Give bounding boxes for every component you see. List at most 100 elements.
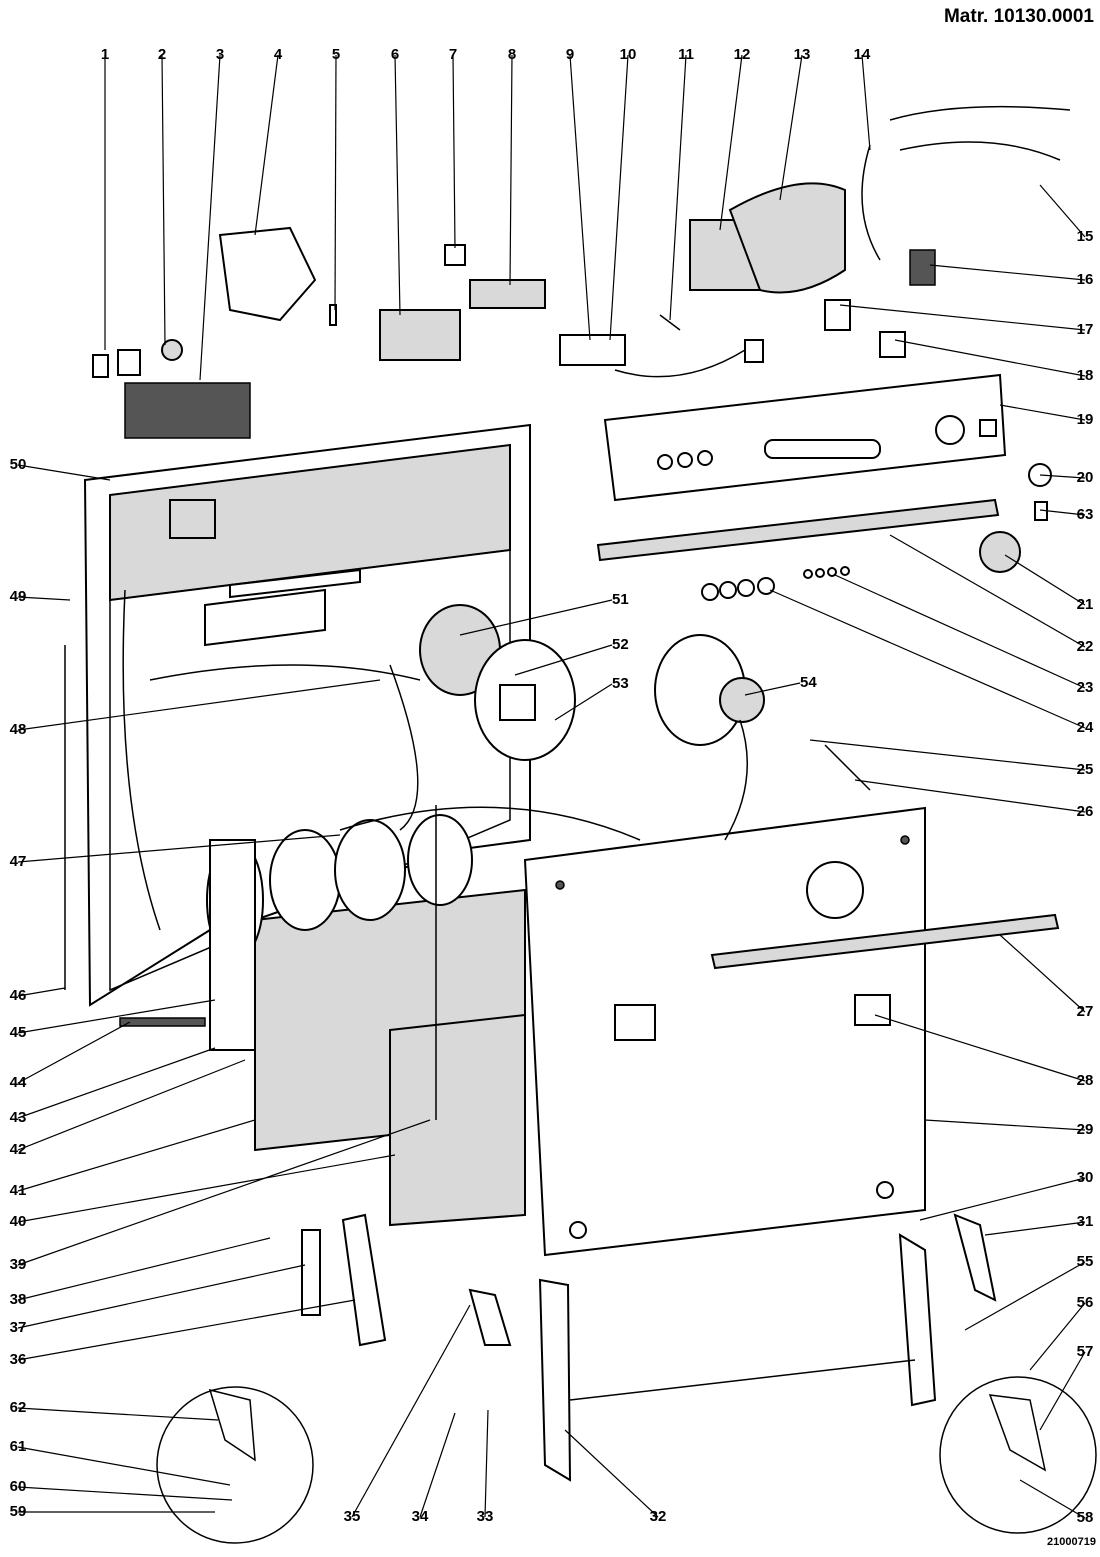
callout-41: 41 bbox=[10, 1182, 27, 1199]
leader-line-60 bbox=[17, 1486, 233, 1501]
callout-46: 46 bbox=[10, 987, 27, 1004]
leader-line-37 bbox=[17, 1264, 306, 1329]
leader-line-14 bbox=[861, 54, 871, 151]
callout-32: 32 bbox=[650, 1508, 667, 1525]
micro-switch bbox=[469, 279, 546, 309]
callout-1: 1 bbox=[101, 46, 109, 63]
callout-49: 49 bbox=[10, 588, 27, 605]
callout-39: 39 bbox=[10, 1256, 27, 1273]
leader-line-12 bbox=[719, 54, 743, 231]
relay bbox=[824, 299, 851, 331]
door-insulation bbox=[389, 1013, 526, 1227]
strip-bar bbox=[119, 1017, 206, 1027]
callout-35: 35 bbox=[344, 1508, 361, 1525]
callout-30: 30 bbox=[1077, 1169, 1094, 1186]
leader-line-2 bbox=[161, 54, 166, 346]
leader-line-32 bbox=[564, 1429, 659, 1518]
selector-knob bbox=[979, 531, 1021, 573]
leader-line-41 bbox=[17, 1119, 256, 1192]
callout-6: 6 bbox=[391, 46, 399, 63]
hook bbox=[329, 304, 337, 326]
timer-switch bbox=[379, 309, 461, 361]
callout-36: 36 bbox=[10, 1351, 27, 1368]
leader-line-53 bbox=[554, 683, 613, 721]
callout-10: 10 bbox=[620, 46, 637, 63]
leader-line-33 bbox=[484, 1409, 489, 1518]
leader-line-52 bbox=[514, 644, 613, 676]
callout-43: 43 bbox=[10, 1109, 27, 1126]
callout-44: 44 bbox=[10, 1074, 27, 1091]
callout-58: 58 bbox=[1077, 1509, 1094, 1526]
callout-14: 14 bbox=[854, 46, 871, 63]
callout-9: 9 bbox=[566, 46, 574, 63]
door-seal-part-2 bbox=[117, 349, 141, 376]
leader-line-44 bbox=[17, 1021, 131, 1084]
callout-37: 37 bbox=[10, 1319, 27, 1336]
callout-27: 27 bbox=[1077, 1003, 1094, 1020]
leader-line-63 bbox=[1039, 509, 1086, 516]
leader-line-11 bbox=[669, 54, 687, 321]
leader-line-13 bbox=[779, 54, 803, 201]
leader-line-62 bbox=[17, 1407, 219, 1421]
leader-line-26 bbox=[854, 779, 1086, 813]
callout-13: 13 bbox=[794, 46, 811, 63]
callout-22: 22 bbox=[1077, 638, 1094, 655]
wash-pump-motor bbox=[419, 604, 765, 841]
circuit-board bbox=[559, 334, 626, 366]
callout-29: 29 bbox=[1077, 1121, 1094, 1138]
leader-line-9 bbox=[569, 54, 591, 341]
callout-4: 4 bbox=[274, 46, 283, 63]
leader-line-40 bbox=[17, 1154, 396, 1223]
leader-line-31 bbox=[984, 1221, 1086, 1236]
callout-3: 3 bbox=[216, 46, 224, 63]
callout-16: 16 bbox=[1077, 271, 1094, 288]
dispenser-cover bbox=[218, 226, 317, 322]
leader-line-42 bbox=[17, 1059, 246, 1151]
leader-line-38 bbox=[17, 1237, 271, 1301]
callout-47: 47 bbox=[10, 853, 27, 870]
detail-circle-left bbox=[156, 1386, 314, 1544]
leader-line-15 bbox=[1039, 184, 1086, 238]
callout-18: 18 bbox=[1077, 367, 1094, 384]
callout-17: 17 bbox=[1077, 321, 1094, 338]
leader-line-48 bbox=[17, 679, 381, 731]
leader-line-19 bbox=[999, 404, 1086, 421]
callout-34: 34 bbox=[412, 1508, 429, 1525]
callout-11: 11 bbox=[678, 46, 694, 63]
leader-line-47 bbox=[17, 834, 341, 863]
callout-23: 23 bbox=[1077, 679, 1094, 696]
callout-51: 51 bbox=[612, 591, 629, 608]
leader-line-30 bbox=[919, 1177, 1086, 1221]
lamp bbox=[659, 314, 681, 331]
leader-line-61 bbox=[17, 1446, 231, 1486]
leader-line-43 bbox=[17, 1047, 216, 1119]
callout-48: 48 bbox=[10, 721, 27, 738]
leader-line-34 bbox=[419, 1412, 456, 1518]
leader-line-20 bbox=[1039, 474, 1086, 479]
leader-line-8 bbox=[509, 54, 513, 286]
leader-line-54 bbox=[744, 682, 801, 696]
leader-line-10 bbox=[609, 54, 629, 341]
callout-63: 63 bbox=[1077, 506, 1094, 523]
leader-line-45 bbox=[17, 999, 216, 1034]
callout-42: 42 bbox=[10, 1141, 27, 1158]
callout-24: 24 bbox=[1077, 719, 1094, 736]
timer-cover bbox=[728, 182, 846, 294]
callout-21: 21 bbox=[1077, 596, 1094, 613]
ribbon-cable bbox=[824, 744, 871, 791]
push-buttons bbox=[701, 566, 850, 601]
tub-assembly bbox=[83, 423, 531, 1007]
hinge-arm bbox=[953, 1213, 997, 1302]
callout-20: 20 bbox=[1077, 469, 1094, 486]
door-lock-ring bbox=[161, 339, 183, 361]
leader-line-29 bbox=[924, 1119, 1086, 1131]
door-seal-part bbox=[92, 354, 109, 378]
callout-60: 60 bbox=[10, 1478, 27, 1495]
main-harness bbox=[889, 105, 1071, 161]
callout-25: 25 bbox=[1077, 761, 1094, 778]
leader-line-21 bbox=[1004, 554, 1086, 606]
leader-line-57 bbox=[1039, 1351, 1086, 1431]
